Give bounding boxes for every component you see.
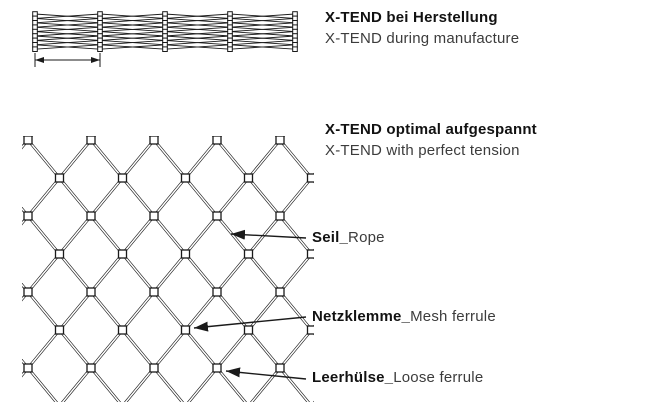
callout-arrows: [193, 229, 307, 380]
callout-loose-ferrule-term: Leerhülse: [312, 369, 385, 386]
ferrule-node: [212, 363, 222, 373]
ferrule-node: [54, 173, 65, 183]
ferrule-node: [306, 249, 314, 259]
section-title-manufacture: X-TEND bei Herstellung X-TEND during man…: [325, 7, 519, 49]
ferrule-node: [23, 211, 33, 221]
ferrule-node: [149, 363, 159, 373]
ferrule-node: [149, 136, 159, 145]
ferrule-node: [54, 325, 65, 335]
ferrule-node: [86, 136, 96, 145]
ferrule-node: [117, 173, 128, 183]
title-manufacture-de: X-TEND bei Herstellung: [325, 9, 498, 26]
callout-rope-term: Seil: [312, 229, 340, 246]
ferrule-node: [306, 325, 314, 335]
ferrule-node: [243, 325, 254, 335]
mesh-tensioned-diagram: [22, 136, 314, 402]
title-tension-de: X-TEND optimal aufgespannt: [325, 121, 537, 138]
callout-rope-translation: Rope: [348, 229, 385, 246]
ferrule-node: [149, 211, 159, 221]
callout-mesh-ferrule-separator: _: [401, 308, 411, 325]
callout-rope-label: Seil_Rope: [312, 227, 385, 248]
ferrule-node: [23, 287, 33, 297]
title-manufacture-en: X-TEND during manufacture: [325, 30, 520, 47]
callout-loose-ferrule-separator: _: [384, 369, 394, 386]
callout-loose-ferrule-translation: Loose ferrule: [393, 369, 484, 386]
ferrule-node: [275, 211, 285, 221]
ferrule-node: [212, 211, 222, 221]
ferrule-node: [86, 287, 96, 297]
ferrule-node: [54, 249, 65, 259]
ferrule-node: [212, 287, 222, 297]
ferrule-node: [117, 325, 128, 335]
callout-mesh-ferrule-term: Netzklemme: [312, 308, 402, 325]
ferrule-node: [212, 136, 222, 145]
ferrule-node: [180, 173, 191, 183]
ferrule-node: [243, 173, 254, 183]
ferrule-node: [149, 287, 159, 297]
loose-ferrule-arrow: [225, 367, 307, 380]
ferrule-node: [275, 363, 285, 373]
title-tension-en: X-TEND with perfect tension: [325, 142, 520, 159]
ferrule-node: [117, 249, 128, 259]
ferrule-node: [243, 249, 254, 259]
ferrule-node: [275, 136, 285, 145]
ferrule-node: [275, 287, 285, 297]
ferrule-node: [306, 173, 314, 183]
ferrule-node: [86, 211, 96, 221]
ferrule-node: [23, 363, 33, 373]
callout-mesh-ferrule-translation: Mesh ferrule: [410, 308, 496, 325]
ferrule-node: [86, 363, 96, 373]
callout-loose-ferrule-label: Leerhülse_Loose ferrule: [312, 367, 483, 388]
ferrule-node: [23, 136, 33, 145]
ferrule-node: [180, 325, 191, 335]
callout-rope-separator: _: [339, 229, 349, 246]
rope-arrow: [230, 229, 307, 240]
callout-mesh-ferrule-label: Netzklemme_Mesh ferrule: [312, 306, 496, 327]
mesh-compressed-diagram: [32, 11, 298, 53]
ferrule-node: [180, 249, 191, 259]
mesh-ferrule-arrow: [193, 316, 307, 332]
mesh-width-dimension: [34, 53, 101, 67]
section-title-tension: X-TEND optimal aufgespannt X-TEND with p…: [325, 119, 537, 161]
